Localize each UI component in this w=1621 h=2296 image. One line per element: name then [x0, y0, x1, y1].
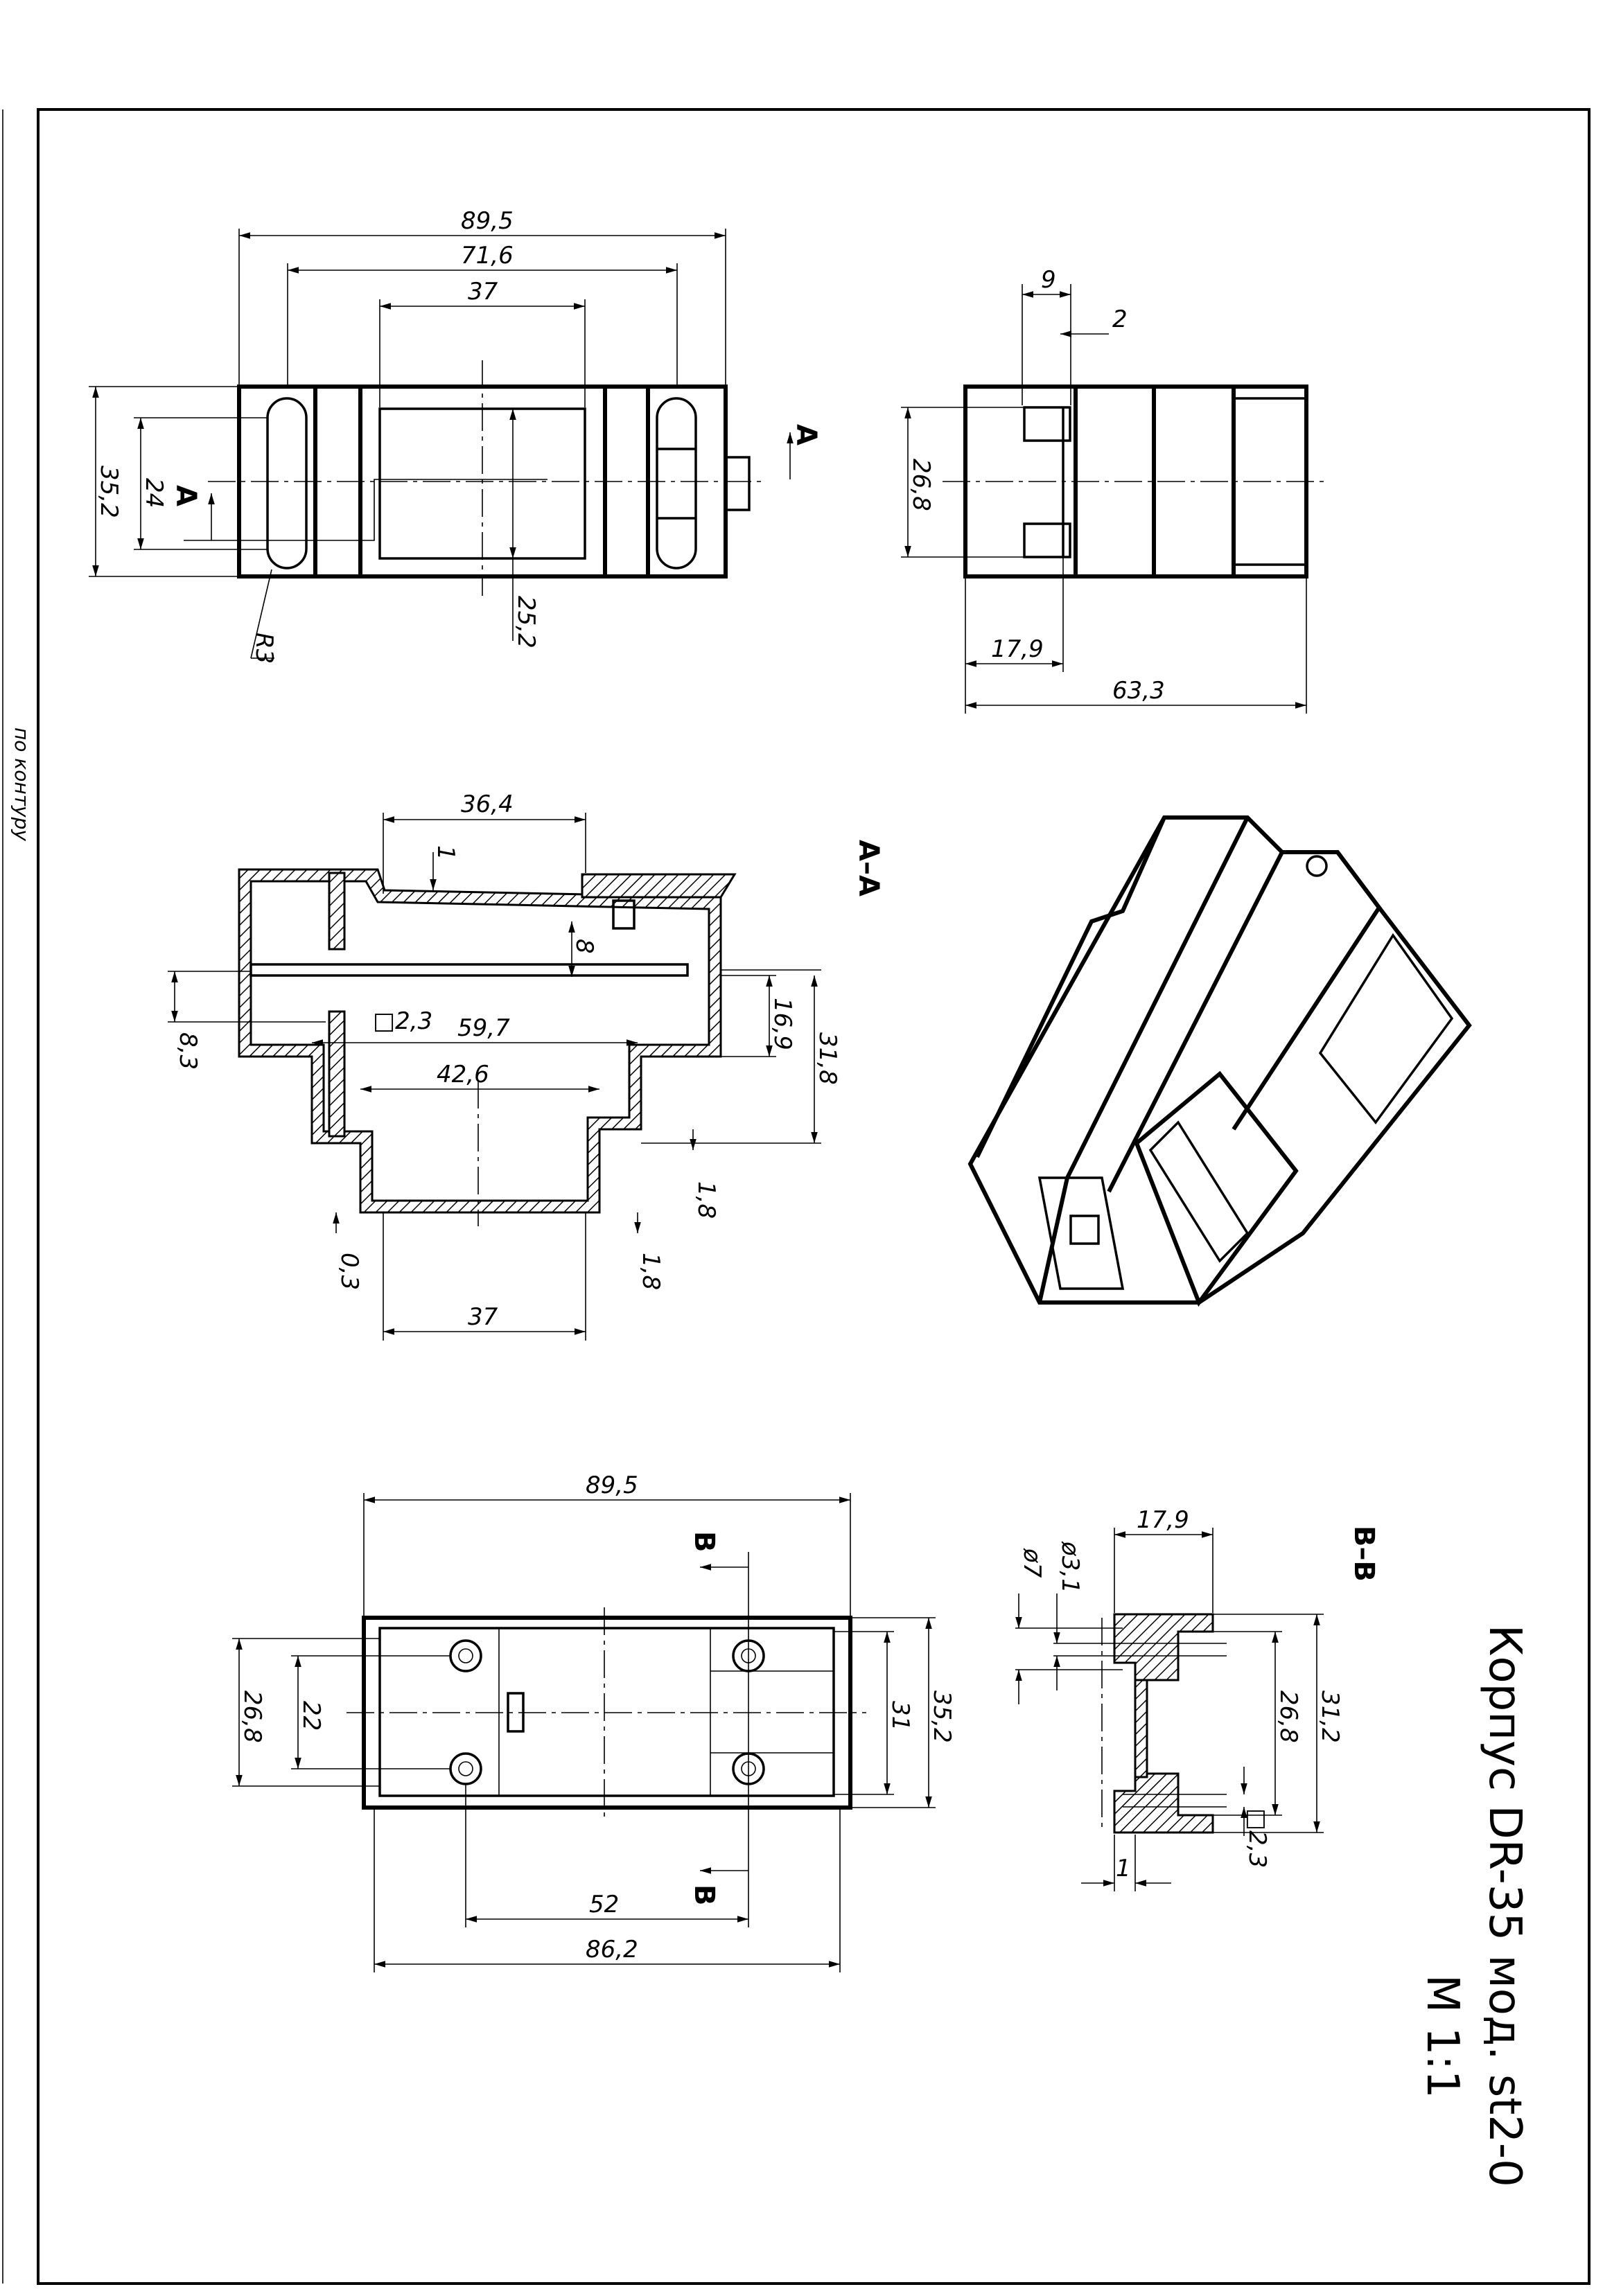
dim-2: 2	[1112, 306, 1128, 333]
dim-37-top: 37	[468, 278, 498, 306]
dim-63-3: 63,3	[1112, 677, 1165, 705]
dim-31-2: 31,2	[1316, 1690, 1344, 1743]
dim-26-8-bottom: 26,8	[238, 1690, 266, 1743]
dim-24: 24	[140, 478, 168, 508]
dim-0-3: 0,3	[335, 1253, 363, 1290]
section-a-a	[168, 813, 821, 1341]
dim-37-aa: 37	[468, 1303, 498, 1331]
drawing-frame	[37, 108, 1591, 2285]
dim-r3: R3	[250, 633, 278, 664]
dim-31-8: 31,8	[814, 1032, 841, 1085]
dim-26-8-bb: 26,8	[1274, 1690, 1302, 1743]
drawing-title: Корпус DR-35 мод. st2-0	[1479, 1625, 1530, 2187]
dim-17-9-end: 17,9	[991, 635, 1044, 663]
dim-35-2-top: 35,2	[95, 466, 123, 518]
dim-16-9: 16,9	[769, 998, 796, 1050]
dim-52: 52	[589, 1891, 619, 1918]
dim-1-8-upper: 1,8	[692, 1181, 720, 1219]
cut-label-a-right: А	[790, 424, 822, 445]
top-view	[89, 229, 794, 659]
dim-36-4: 36,4	[461, 791, 514, 818]
end-view	[901, 284, 1324, 714]
side-note: по контуру	[10, 727, 33, 841]
section-label-b-b: В–В	[1348, 1526, 1380, 1582]
dim-71-6: 71,6	[461, 242, 514, 270]
dim-1-8-lower: 1,8	[637, 1253, 665, 1290]
section-label-a-a: А–А	[852, 840, 884, 897]
dim-1-bb: 1	[1116, 1855, 1131, 1882]
dim-sq-2-3-bb: □2,3	[1243, 1808, 1271, 1868]
dim-8: 8	[570, 939, 598, 954]
cut-label-b-top: В	[688, 1531, 720, 1553]
dim-31: 31	[886, 1701, 914, 1731]
dim-26-8-end: 26,8	[907, 459, 935, 511]
dim-dia-3-1: ø3,1	[1056, 1541, 1084, 1593]
dim-8-3: 8,3	[174, 1032, 202, 1070]
dim-25-2: 25,2	[512, 596, 540, 648]
drawing-scale: М 1:1	[1417, 1975, 1468, 2099]
dim-9: 9	[1041, 266, 1056, 294]
dim-59-7: 59,7	[457, 1014, 510, 1042]
dim-1-aa: 1	[432, 845, 459, 860]
isometric-view	[967, 815, 1472, 1307]
cut-label-a-left: А	[170, 485, 202, 506]
section-b-b	[1015, 1528, 1324, 1891]
dim-17-9-bb: 17,9	[1137, 1506, 1189, 1534]
dim-dia-7: ø7	[1018, 1548, 1046, 1578]
dim-89-5-top: 89,5	[461, 207, 514, 235]
dim-35-2-bottom: 35,2	[928, 1690, 956, 1743]
cut-label-b-bottom: В	[688, 1884, 720, 1906]
bottom-view	[232, 1493, 936, 1972]
dim-sq-2-3-aa: □2,3	[373, 1007, 432, 1035]
dim-22: 22	[297, 1701, 325, 1731]
dim-86-2: 86,2	[586, 1936, 638, 1963]
dim-42-6: 42,6	[437, 1061, 489, 1088]
dim-89-5-bottom: 89,5	[586, 1472, 638, 1499]
